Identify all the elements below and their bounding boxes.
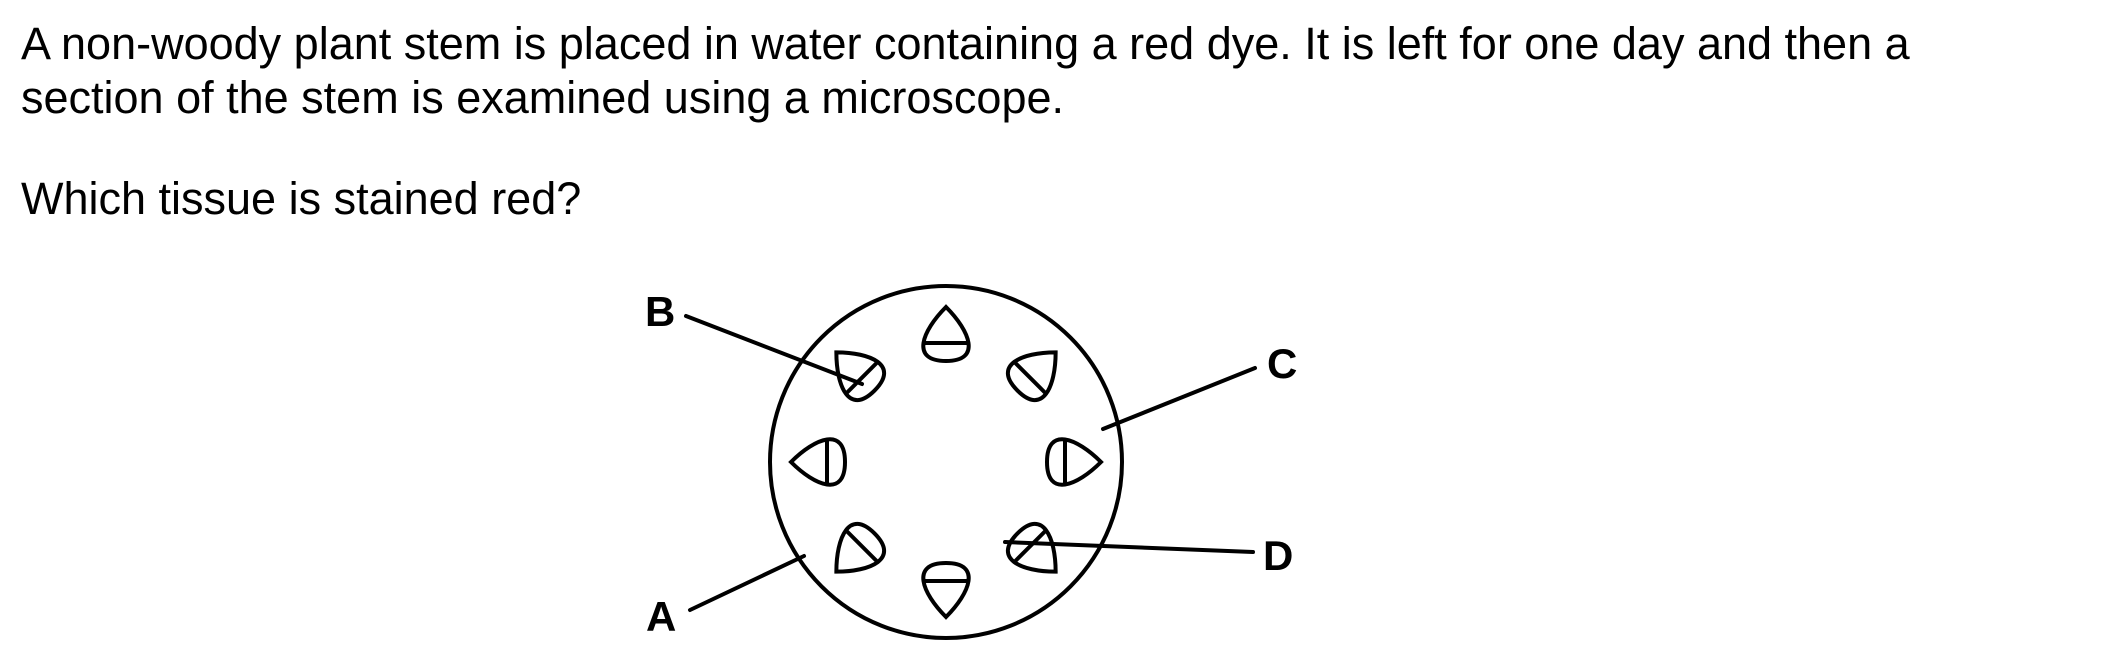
vascular-bundle [1044,437,1104,487]
vascular-bundle [921,304,971,364]
bundle-outline [834,350,887,403]
vascular-bundle [834,350,887,403]
vascular-bundle [1005,350,1058,403]
vascular-bundles [788,304,1104,620]
bundle-outline [1005,521,1058,574]
bundle-outline [1005,350,1058,403]
leader-line-d [1003,540,1255,554]
bundle-outline [921,560,971,620]
bundle-divider [1012,528,1048,564]
bundle-outline [834,521,887,574]
label-a: A [646,593,676,640]
bundle-outline [1044,437,1104,487]
bundle-divider [1012,360,1048,396]
vascular-bundle [834,521,887,574]
label-b: B [645,288,675,335]
bundle-divider [844,528,880,564]
bundle-outline [788,437,848,487]
bundle-divider [844,360,880,396]
label-c: C [1267,340,1297,387]
question-prompt: Which tissue is stained red? [21,173,582,224]
leader-line-c [1101,366,1257,431]
question-line-2: section of the stem is examined using a … [21,72,1064,123]
vascular-bundle [921,560,971,620]
bundle-outline [921,304,971,364]
stem-outline [768,284,1124,640]
label-d: D [1263,532,1293,579]
vascular-bundle [788,437,848,487]
leader-line-a [688,554,806,612]
question-text: A non-woody plant stem is placed in wate… [21,17,1910,125]
leader-line-b [684,314,864,386]
question-line-1: A non-woody plant stem is placed in wate… [21,18,1910,69]
vascular-bundle [1005,521,1058,574]
